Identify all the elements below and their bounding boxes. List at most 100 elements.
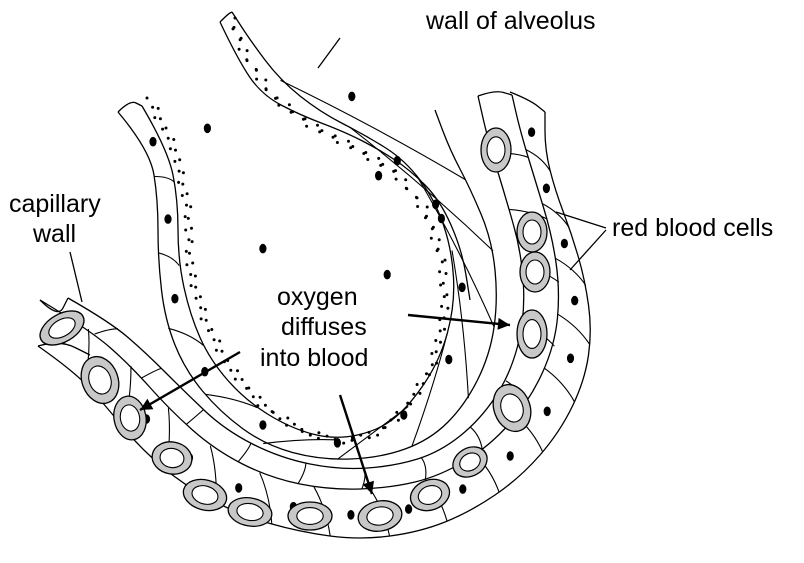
air-space-dot bbox=[161, 128, 164, 131]
air-space-dot bbox=[178, 158, 181, 161]
capillary-wall-label-line1: capillary bbox=[9, 190, 101, 218]
cell-nucleus-alveolus-back bbox=[432, 200, 439, 210]
cell-boundary-middle bbox=[421, 458, 426, 480]
air-space-dot bbox=[440, 305, 443, 308]
air-space-dot bbox=[185, 250, 188, 253]
air-space-dot bbox=[191, 262, 194, 265]
air-space-dot bbox=[213, 338, 216, 341]
air-space-dot bbox=[204, 308, 207, 311]
oxygen-label-line1: oxygen bbox=[277, 283, 358, 311]
air-space-dot bbox=[445, 272, 448, 275]
red-blood-cell-inner bbox=[297, 508, 323, 525]
capillary-end-right-inner bbox=[478, 92, 512, 96]
pointer-capillary-wall bbox=[70, 252, 82, 302]
cell-nucleus-outer bbox=[459, 484, 466, 494]
red-blood-cell-inner bbox=[487, 137, 505, 163]
cell-nucleus-outer bbox=[507, 451, 514, 461]
cell-nucleus-alveolus bbox=[149, 137, 156, 147]
pointer-alveolus-wall bbox=[318, 38, 340, 68]
air-space-dot bbox=[419, 392, 422, 395]
air-space-dot bbox=[181, 194, 184, 197]
air-space-dot bbox=[169, 147, 172, 150]
cell-boundary-outer bbox=[555, 258, 585, 285]
alveolus-end-top bbox=[220, 12, 232, 22]
red-blood-cells-label: red blood cells bbox=[612, 214, 773, 242]
air-space-dot bbox=[205, 319, 208, 322]
air-space-dot bbox=[264, 404, 267, 407]
oxygen-arrow-shaft bbox=[340, 395, 372, 494]
cell-boundary-middle bbox=[238, 443, 251, 462]
red-blood-cell bbox=[517, 310, 547, 358]
air-space-dot bbox=[271, 410, 274, 413]
cell-boundary-middle bbox=[95, 329, 118, 334]
cell-nucleus-alveolus bbox=[348, 92, 355, 102]
air-space-dot bbox=[347, 140, 350, 143]
cell-boundary-outer bbox=[544, 368, 574, 402]
air-space-dot bbox=[443, 295, 446, 298]
air-space-dot bbox=[349, 146, 352, 149]
oxygen-arrow-shaft bbox=[140, 352, 240, 410]
cell-boundary-middle bbox=[298, 463, 306, 483]
air-space-dot bbox=[178, 170, 181, 173]
air-space-dot bbox=[188, 252, 191, 255]
oxygen-label-line2: diffuses bbox=[281, 313, 367, 341]
air-space-dot bbox=[245, 387, 248, 390]
cell-nucleus-alveolus bbox=[394, 156, 401, 166]
air-space-dot bbox=[442, 282, 445, 285]
red-blood-cell bbox=[226, 494, 274, 529]
capillary-end-left-upper bbox=[40, 298, 68, 312]
red-blood-cell bbox=[110, 394, 149, 443]
air-space-dot bbox=[293, 423, 296, 426]
air-space-dot bbox=[316, 124, 319, 127]
air-space-dot bbox=[286, 417, 289, 420]
air-space-dot bbox=[302, 118, 305, 121]
cell-nucleus-alveolus-back bbox=[204, 124, 211, 134]
air-space-dot bbox=[153, 116, 156, 119]
air-space-dot bbox=[446, 307, 449, 310]
cell-nucleus-outer bbox=[235, 483, 242, 493]
cell-nucleus-alveolus-back bbox=[384, 270, 391, 280]
capillary-end-left-lower bbox=[38, 343, 90, 355]
air-space-dot bbox=[234, 378, 237, 381]
red-blood-cell-inner bbox=[526, 260, 544, 284]
air-space-dot bbox=[172, 138, 175, 141]
cell-nucleus-alveolus bbox=[438, 214, 445, 224]
cell-boundary-alveolus bbox=[158, 253, 179, 266]
air-space-dot bbox=[412, 393, 415, 396]
air-space-dot bbox=[439, 341, 442, 344]
air-space-dot bbox=[432, 226, 435, 229]
cell-boundary-alveolus bbox=[263, 440, 334, 444]
air-space-dot bbox=[181, 183, 184, 186]
cell-nucleus-alveolus-back bbox=[259, 244, 266, 254]
cell-nucleus-alveolus bbox=[164, 214, 171, 224]
air-space-dot bbox=[190, 284, 193, 287]
air-space-dot bbox=[392, 170, 395, 173]
air-space-dot bbox=[246, 49, 249, 52]
air-space-dot bbox=[167, 137, 170, 140]
cell-boundary-alveolus bbox=[154, 176, 174, 182]
air-space-dot bbox=[184, 229, 187, 232]
air-space-dot bbox=[157, 107, 160, 110]
air-space-dot bbox=[416, 205, 419, 208]
air-space-dot bbox=[189, 273, 192, 276]
air-space-dot bbox=[435, 350, 438, 353]
air-space-dot bbox=[207, 329, 210, 332]
tissue-outline-alvInner bbox=[142, 12, 454, 437]
cell-nucleus-alveolus-back bbox=[375, 171, 382, 181]
air-space-dot bbox=[221, 350, 224, 353]
cell-nucleus-alveolus bbox=[171, 294, 178, 304]
air-space-dot bbox=[342, 442, 345, 445]
cell-boundary-outer bbox=[558, 314, 590, 345]
air-space-dot bbox=[438, 270, 441, 273]
red-blood-cell bbox=[520, 252, 550, 292]
air-space-dot bbox=[185, 263, 188, 266]
cell-nucleus-outer bbox=[567, 354, 574, 364]
air-space-dot bbox=[377, 157, 380, 160]
air-space-dot bbox=[318, 130, 321, 133]
air-space-dot bbox=[190, 227, 193, 230]
air-space-dot bbox=[395, 178, 398, 181]
air-space-dot bbox=[184, 215, 187, 218]
red-blood-cell bbox=[356, 497, 405, 534]
air-space-dot bbox=[191, 240, 194, 243]
air-space-dot bbox=[199, 306, 202, 309]
